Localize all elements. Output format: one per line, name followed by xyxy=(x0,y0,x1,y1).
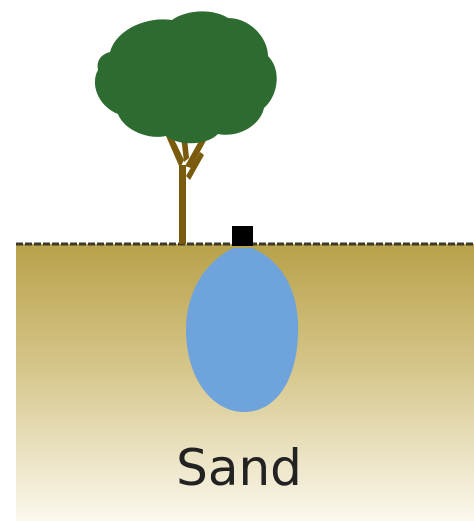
tree-trunk xyxy=(166,127,208,244)
tree-foliage xyxy=(95,11,277,143)
drip-emitter xyxy=(232,226,253,246)
soil-type-label: Sand xyxy=(176,439,302,497)
